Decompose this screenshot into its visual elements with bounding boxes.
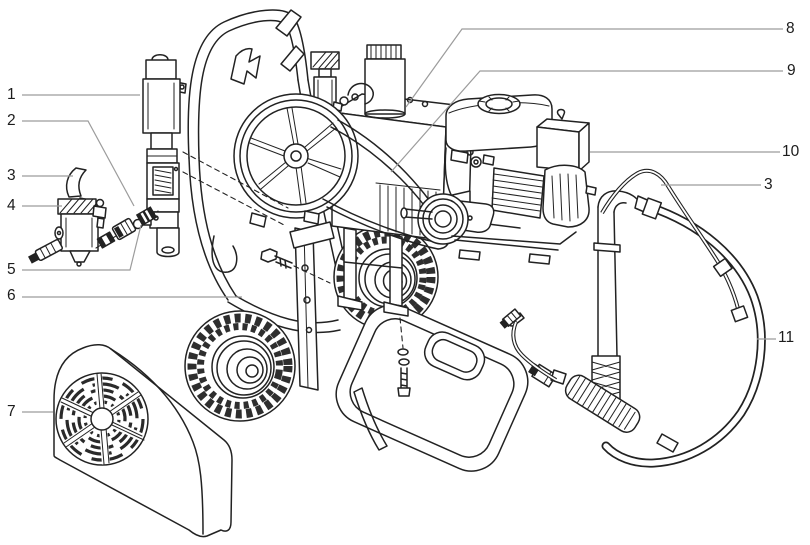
gas-engine <box>400 93 597 265</box>
handle-latch <box>230 47 261 85</box>
recoil-starter <box>542 164 590 228</box>
bleed-hose <box>499 168 749 382</box>
handle-flag <box>275 9 302 37</box>
frame-hook-loop <box>423 331 486 381</box>
callout-4: 4 <box>7 197 16 214</box>
siphon-hose-assembly <box>499 168 766 468</box>
fluid-section-pump <box>141 54 289 258</box>
grille-spokes <box>59 373 145 465</box>
callout-6: 6 <box>7 287 16 304</box>
leader-line-2 <box>22 120 135 207</box>
filter-valve-assembly <box>28 167 107 267</box>
leader-line-5 <box>22 224 142 271</box>
pump-mount-bracket <box>289 221 335 391</box>
inlet-outlet-fittings <box>95 206 159 249</box>
suction-strainer <box>564 374 641 433</box>
callout-8: 8 <box>786 20 795 37</box>
callout-7: 7 <box>7 403 16 420</box>
callout-3b: 3 <box>764 176 773 193</box>
frame-hook <box>211 235 238 273</box>
leader-lines <box>22 28 783 413</box>
callout-3: 3 <box>7 167 16 184</box>
leader-line-9 <box>390 70 783 173</box>
leader-line-8 <box>405 28 783 108</box>
callout-11: 11 <box>778 329 795 346</box>
frame-bottom-loop <box>335 304 529 472</box>
callout-2: 2 <box>7 112 16 129</box>
outlet-cylinder <box>364 44 406 119</box>
left-wheel <box>184 310 296 422</box>
pressure-control-knob <box>310 51 340 113</box>
axle-bolt <box>397 312 525 397</box>
callout-9: 9 <box>787 62 796 79</box>
gas-cap <box>477 93 521 115</box>
fuel-tank <box>445 94 553 152</box>
callout-1: 1 <box>7 86 16 103</box>
drain-valve-handle <box>65 167 87 198</box>
engine-pulley <box>400 193 469 245</box>
mount-bolt <box>260 248 331 284</box>
belt-guard <box>53 344 233 538</box>
tip-fitting <box>28 239 63 264</box>
belt-pulley <box>233 93 359 228</box>
callout-5: 5 <box>7 261 16 278</box>
callout-10: 10 <box>782 143 800 160</box>
